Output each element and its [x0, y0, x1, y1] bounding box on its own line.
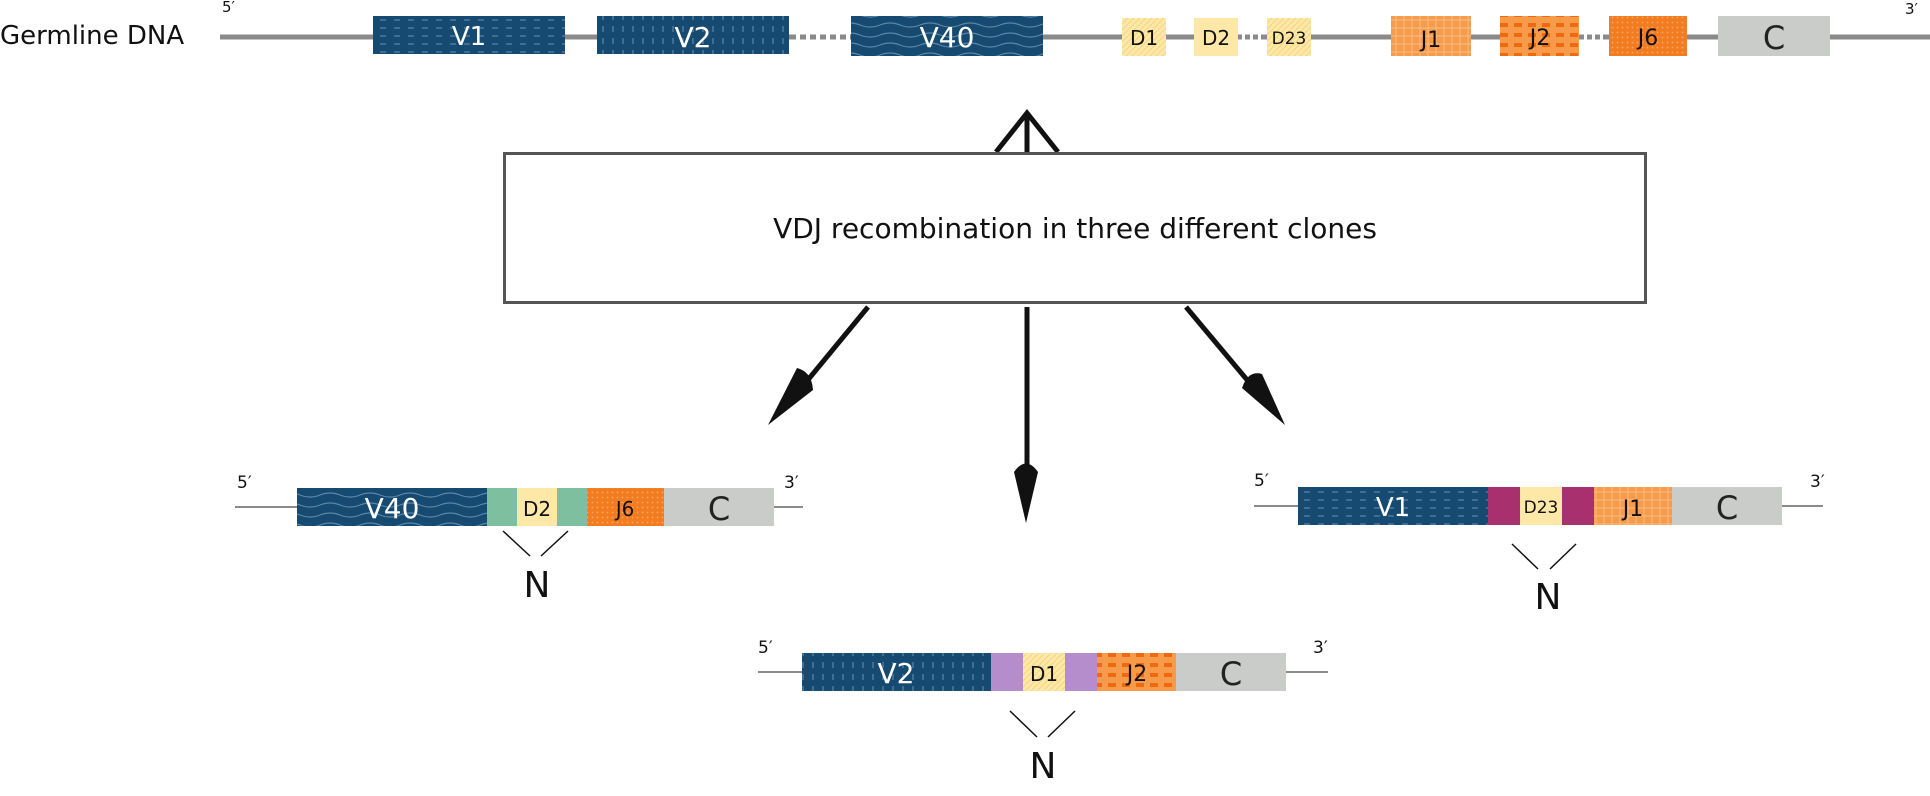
clone-2-v-label: V2 — [878, 657, 915, 690]
recombination-caption-box: VDJ recombination in three different clo… — [503, 152, 1647, 304]
clone-2-n-bracket-right — [1047, 710, 1076, 738]
germline-five-prime: 5′ — [222, 0, 236, 16]
clone-3-j-segment — [1594, 487, 1672, 525]
clone-3-n-region-right — [1562, 487, 1594, 525]
arrow-to-clone-2 — [1014, 307, 1038, 523]
germline-segment-j2: J2 — [1500, 16, 1579, 56]
clone-1-c-segment — [664, 488, 774, 526]
clone-2-three-prime: 3′ — [1313, 638, 1328, 658]
clone-2-c-label: C — [1220, 655, 1242, 693]
clone-3-v-segment — [1298, 487, 1488, 525]
clone-3-v-label: V1 — [1376, 493, 1410, 523]
clone-2-five-prime: 5′ — [758, 638, 773, 658]
clone-2-j-segment — [1097, 653, 1176, 691]
clone-3: 5′ 3′ V1 D23 J1 C N — [1254, 471, 1825, 618]
arrow-to-clone-1 — [768, 305, 870, 425]
clone-1-n-bracket-left — [502, 530, 531, 557]
clone-1-j-segment — [587, 488, 664, 526]
germline-segment-j1: J1 — [1391, 16, 1471, 56]
clone-2-j-label: J2 — [1125, 662, 1148, 687]
clone-3-n-label: N — [1535, 577, 1562, 618]
segment-label: D23 — [1272, 29, 1307, 49]
clone-2-d-label: D1 — [1030, 662, 1058, 686]
segment-label: V40 — [920, 21, 975, 54]
segment-label: D1 — [1130, 26, 1158, 50]
clone-2-n-label: N — [1030, 746, 1057, 787]
germline-segment-d2: D2 — [1194, 18, 1238, 56]
clone-1-j-label: J6 — [614, 497, 635, 521]
clone-2-c-segment — [1176, 653, 1286, 691]
germline-segment-d1: D1 — [1122, 18, 1166, 56]
germline-segment-v40: V40 — [851, 16, 1043, 56]
clone-2-n-bracket-left — [1009, 710, 1038, 738]
recombination-caption: VDJ recombination in three different clo… — [773, 211, 1377, 245]
clone-3-d-segment — [1520, 487, 1562, 525]
clone-1-five-prime: 5′ — [237, 473, 252, 493]
clone-1-d-label: D2 — [523, 497, 551, 521]
clone-1-n-bracket-right — [540, 530, 569, 557]
clone-1-v-label: V40 — [365, 492, 420, 525]
clone-1-n-region-right — [557, 488, 587, 526]
clone-3-c-label: C — [1716, 489, 1738, 527]
clone-2-v-segment — [802, 653, 991, 691]
clone-3-c-segment — [1672, 487, 1782, 525]
clone-2-d-segment — [1023, 653, 1065, 691]
germline-three-prime: 3′ — [1905, 0, 1919, 18]
clone-2-n-region-left — [991, 653, 1023, 691]
clone-2-n-region-right — [1065, 653, 1097, 691]
segment-label: J6 — [1636, 26, 1659, 51]
germline-segment-c: C — [1718, 16, 1830, 57]
clone-1-d-segment — [517, 488, 557, 526]
clone-3-three-prime: 3′ — [1810, 472, 1825, 492]
germline-segment-v2: V2 — [597, 16, 789, 54]
clone-3-five-prime: 5′ — [1254, 471, 1269, 491]
clone-3-d-label: D23 — [1524, 498, 1559, 518]
upward-arrow — [994, 108, 1060, 154]
segment-label: V1 — [452, 22, 486, 52]
germline-segment-d23: D23 — [1267, 18, 1311, 56]
segment-label: D2 — [1202, 26, 1230, 50]
segment-label: V2 — [675, 21, 712, 54]
clone-1-v-segment — [297, 488, 487, 526]
clone-3-n-region-left — [1488, 487, 1520, 525]
germline-label: Germline DNA — [0, 21, 184, 51]
arrow-to-clone-3 — [1184, 305, 1285, 425]
germline-segment-v1: V1 — [373, 16, 565, 54]
clone-1-c-label: C — [708, 490, 730, 528]
clone-1-three-prime: 3′ — [784, 473, 799, 493]
segment-label: C — [1763, 19, 1785, 57]
germline-segment-j6: J6 — [1609, 16, 1687, 56]
clone-3-n-bracket-right — [1549, 543, 1577, 570]
clone-2: 5′ 3′ V2 D1 J2 C N — [758, 638, 1328, 787]
clone-3-j-label: J1 — [1621, 497, 1644, 522]
clone-1: 5′ 3′ V40 D2 J6 C N — [235, 473, 803, 606]
clone-1-n-label: N — [524, 565, 551, 606]
segment-label: J2 — [1528, 26, 1551, 51]
segment-label: J1 — [1419, 28, 1442, 53]
clone-1-n-region-left — [487, 488, 517, 526]
clone-3-n-bracket-left — [1511, 543, 1539, 570]
